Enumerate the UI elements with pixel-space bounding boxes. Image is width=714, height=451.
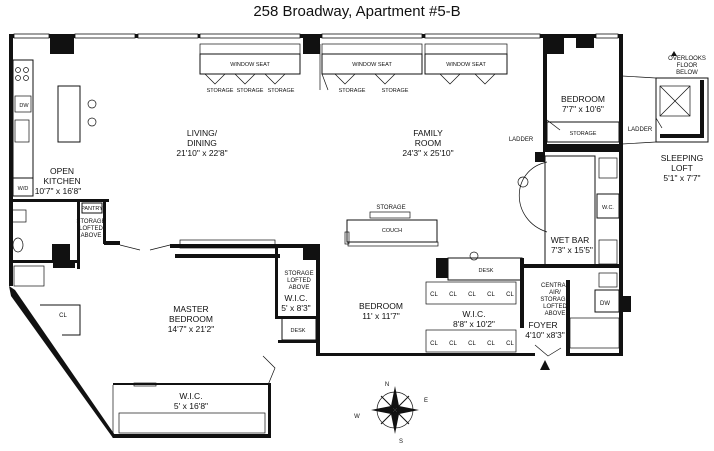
storage-lofted-left-1: STORAGE bbox=[76, 219, 105, 225]
foyer-dimensions: 4'10" x8'3" bbox=[525, 330, 565, 340]
wet-bar-dimensions: 7'3" x 15'5" bbox=[551, 245, 593, 255]
storage-label-2: STORAGE bbox=[237, 88, 264, 94]
cl-3: CL bbox=[468, 292, 476, 298]
overlooks-3: BELOW bbox=[676, 70, 698, 76]
cl-8: CL bbox=[468, 341, 476, 347]
window-seat-label-3: WINDOW SEAT bbox=[446, 62, 486, 68]
living-name-2: DINING bbox=[187, 138, 217, 148]
compass-n: N bbox=[385, 382, 389, 388]
left-bath: PANTRY STORAGE LOFTED ABOVE bbox=[9, 199, 109, 287]
closet-labels: CL CL CL CL CL CL CL CL CL CL bbox=[430, 292, 514, 347]
cl-4: CL bbox=[487, 292, 495, 298]
loft-name-2: LOFT bbox=[671, 163, 693, 173]
wet-bar-name: WET BAR bbox=[551, 235, 590, 245]
family-room: FAMILY ROOM 24'3" x 25'10" bbox=[402, 128, 453, 158]
wic-small-name: W.I.C. bbox=[284, 293, 307, 303]
master-name-1: MASTER bbox=[173, 304, 208, 314]
cl-6: CL bbox=[430, 341, 438, 347]
kitchen-name-1: OPEN bbox=[50, 166, 74, 176]
master-closet: CL bbox=[40, 304, 81, 336]
wc-label: W.C. bbox=[602, 205, 614, 211]
storage-couch-label: STORAGE bbox=[376, 205, 405, 211]
cl-9: CL bbox=[487, 341, 495, 347]
cl-1: CL bbox=[430, 292, 438, 298]
storage-lofted-mid-1: STORAGE bbox=[284, 271, 313, 277]
cl-2: CL bbox=[449, 292, 457, 298]
central-air-2: AIR/ bbox=[549, 290, 561, 296]
right-rooms: STORAGE BEDROOM 7'7" x 10'6" LADDER W.C.… bbox=[509, 54, 631, 370]
wic-mid-name: W.I.C. bbox=[462, 309, 485, 319]
master-name-2: BEDROOM bbox=[169, 314, 213, 324]
bedroom-mid-name: BEDROOM bbox=[359, 301, 403, 311]
ladder-label-2: LADDER bbox=[628, 127, 653, 133]
bedroom-mid-dimensions: 11' x 11'7" bbox=[362, 311, 400, 321]
couch-label: COUCH bbox=[382, 228, 402, 234]
storage-label-1: STORAGE bbox=[207, 88, 234, 94]
loft-name-1: SLEEPING bbox=[661, 153, 704, 163]
compass-rose: N E S W bbox=[354, 382, 428, 445]
sleeping-loft: LADDER OVERLOOKS FLOOR BELOW SLEEPING LO… bbox=[621, 51, 709, 183]
bedroom-top-dimensions: 7'7" x 10'6" bbox=[562, 104, 604, 114]
storage-label-5: STORAGE bbox=[382, 88, 409, 94]
bedroom-top-name: BEDROOM bbox=[561, 94, 605, 104]
storage-lofted-left-2: LOFTED bbox=[79, 226, 103, 232]
bedroom-mid: BEDROOM 11' x 11'7" bbox=[359, 301, 403, 321]
compass-w: W bbox=[354, 414, 360, 420]
family-name-2: ROOM bbox=[415, 138, 441, 148]
top-windows bbox=[13, 33, 619, 39]
cl-7: CL bbox=[449, 341, 457, 347]
pantry-label: PANTRY bbox=[81, 206, 103, 212]
desk-label: DESK bbox=[479, 268, 494, 274]
central-air-5: ABOVE bbox=[545, 311, 566, 317]
bedroom-storage-label: STORAGE bbox=[570, 131, 597, 137]
living-name-1: LIVING/ bbox=[187, 128, 218, 138]
master-closet-label: CL bbox=[59, 313, 67, 319]
storage-label-3: STORAGE bbox=[268, 88, 295, 94]
compass-e: E bbox=[424, 398, 428, 404]
dw-bath-label: DW bbox=[600, 301, 610, 307]
desk-small-label: DESK bbox=[291, 328, 306, 334]
family-furniture: COUCH STORAGE DESK bbox=[344, 205, 524, 328]
kitchen-dimensions: 10'7" x 16'8" bbox=[35, 186, 82, 196]
storage-lofted-left-3: ABOVE bbox=[81, 233, 102, 239]
dishwasher-label: DW bbox=[19, 103, 29, 109]
master-dimensions: 14'7" x 21'2" bbox=[168, 324, 215, 334]
kitchen-name-2: KITCHEN bbox=[43, 176, 80, 186]
overlooks-1: OVERLOOKS bbox=[668, 56, 706, 62]
wic-small-dimensions: 5' x 8'3" bbox=[281, 303, 310, 313]
living-dimensions: 21'10" x 22'8" bbox=[176, 148, 227, 158]
foyer-name: FOYER bbox=[528, 320, 557, 330]
wic-bottom-name: W.I.C. bbox=[179, 391, 202, 401]
cl-10: CL bbox=[506, 341, 514, 347]
family-name-1: FAMILY bbox=[413, 128, 443, 138]
compass-s: S bbox=[399, 439, 403, 445]
window-seat-label-2: WINDOW SEAT bbox=[352, 62, 392, 68]
window-seat-label-1: WINDOW SEAT bbox=[230, 62, 270, 68]
ladder-label-1: LADDER bbox=[509, 137, 534, 143]
central-air-4: LOFTED bbox=[543, 304, 567, 310]
plan-title: 258 Broadway, Apartment #5-B bbox=[253, 3, 461, 20]
washer-dryer-label: W/D bbox=[18, 186, 29, 192]
loft-dimensions: 5'1" x 7'7" bbox=[663, 173, 700, 183]
storage-lofted-mid-3: ABOVE bbox=[289, 285, 310, 291]
central-air-1: CENTRAL bbox=[541, 283, 570, 289]
overlooks-2: FLOOR bbox=[677, 63, 698, 69]
wic-mid-dimensions: 8'8" x 10'2" bbox=[453, 319, 495, 329]
wic-bottom-dimensions: 5' x 16'8" bbox=[174, 401, 208, 411]
window-seats: WINDOW SEAT WINDOW SEAT WINDOW SEAT STOR… bbox=[199, 43, 508, 94]
master-bedroom: MASTER BEDROOM 14'7" x 21'2" W.I.C. 5' x… bbox=[118, 293, 311, 434]
central-air-3: STORAGE bbox=[540, 297, 569, 303]
wic-mid: W.I.C. 8'8" x 10'2" bbox=[425, 281, 517, 353]
storage-label-4: STORAGE bbox=[339, 88, 366, 94]
living-dining: LIVING/ DINING 21'10" x 22'8" bbox=[176, 128, 227, 158]
storage-lofted-mid-2: LOFTED bbox=[287, 278, 311, 284]
family-dimensions: 24'3" x 25'10" bbox=[402, 148, 453, 158]
cl-5: CL bbox=[506, 292, 514, 298]
interior-walls: DESK STORAGE LOFTED ABOVE bbox=[104, 239, 320, 438]
kitchen-fixtures: DW W/D OPEN KITCHEN 10'7" x 16'8" bbox=[12, 59, 97, 197]
